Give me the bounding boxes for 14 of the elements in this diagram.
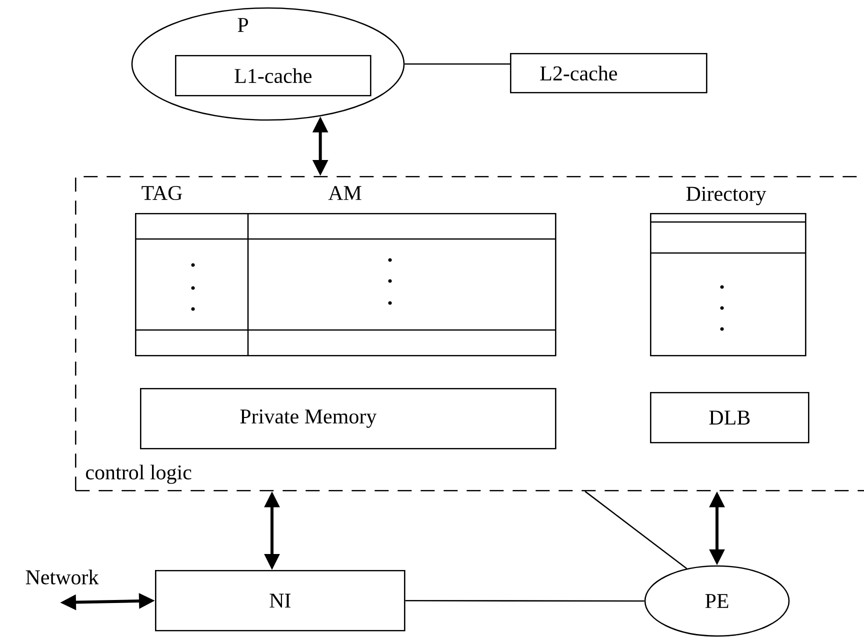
connector-line xyxy=(405,600,644,602)
node-label: Directory xyxy=(686,186,766,206)
cache-box: L2-cache xyxy=(510,53,708,94)
interface-box: NI xyxy=(155,570,406,632)
network-label: Network xyxy=(26,570,99,584)
node-label: AM xyxy=(328,186,362,200)
memory-box: Private Memory xyxy=(140,388,556,450)
cache-box: L1-cache xyxy=(175,55,372,96)
memory-table: TAG AM xyxy=(135,186,556,356)
directory-table: Directory xyxy=(650,186,806,356)
connector-line xyxy=(404,63,510,65)
dlb-box: DLB xyxy=(650,392,810,444)
node-label: TAG xyxy=(142,186,182,200)
connector-line xyxy=(584,490,688,570)
